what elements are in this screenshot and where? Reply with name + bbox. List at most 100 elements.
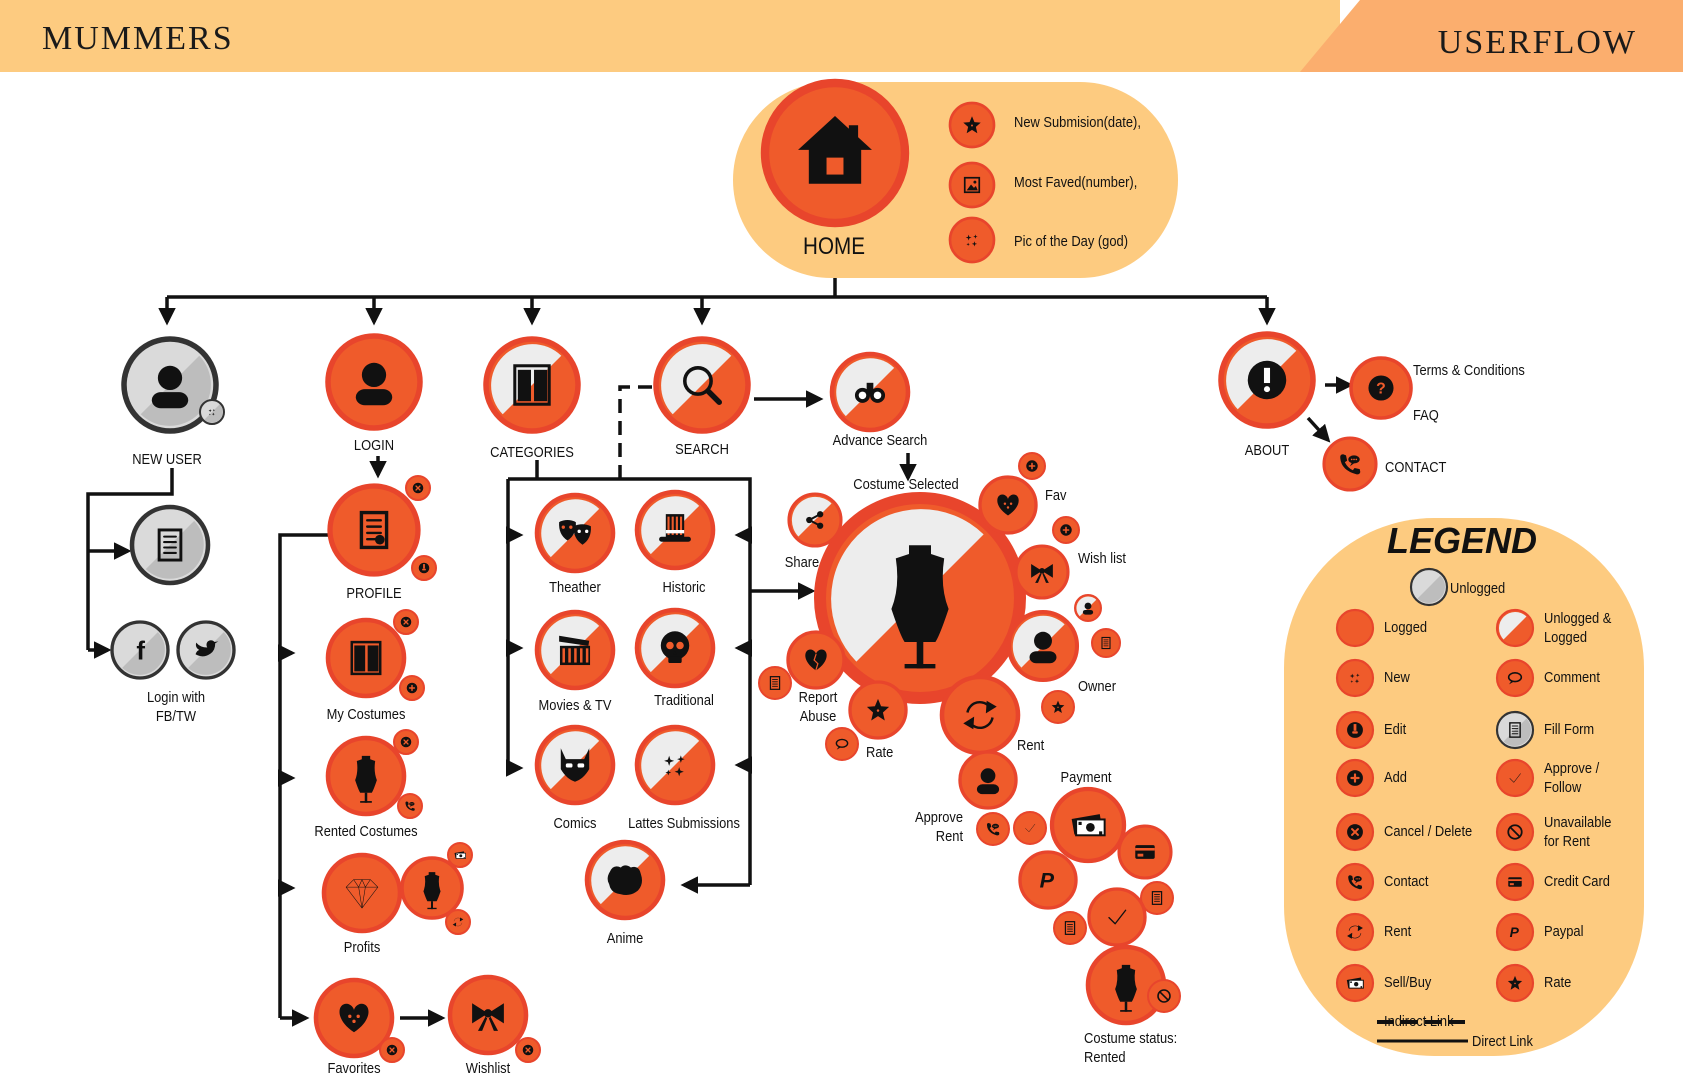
home-highlight-new: New Submision(date), [1014, 114, 1141, 131]
category-label-movies: Movies & TV [538, 697, 612, 714]
search-label: SEARCH [675, 441, 729, 458]
legend-item-label: Rent [1384, 923, 1412, 940]
legend-item-label: Comment [1544, 669, 1600, 686]
login-label: LOGIN [353, 437, 395, 454]
svg-text:f: f [136, 637, 145, 665]
legend-check-icon [1495, 758, 1535, 798]
add-icon [399, 675, 425, 701]
my-costumes-icon [325, 617, 407, 699]
legend-item-label: Cancel / Delete [1384, 823, 1473, 840]
check-icon [1087, 887, 1147, 947]
paypal-icon: P [1018, 850, 1078, 910]
star-icon [948, 101, 996, 149]
add-icon [1052, 516, 1080, 544]
wish-list-icon [1014, 544, 1070, 600]
categories-icon [483, 336, 581, 434]
category-label-anime: Anime [606, 930, 644, 947]
legend-form-icon [1495, 710, 1535, 750]
profits-label: Profits [343, 939, 381, 956]
home-label: HOME [803, 233, 865, 260]
profile-icon [327, 483, 421, 577]
form-icon [1140, 881, 1174, 915]
credit-card-icon [1117, 824, 1173, 880]
edit-icon [411, 555, 437, 581]
rented-costumes-label: Rented Costumes [314, 823, 418, 840]
profile-label: PROFILE [346, 585, 402, 602]
profits-icon [321, 852, 403, 934]
legend-item-label: Add [1384, 769, 1407, 786]
search-icon [653, 336, 751, 434]
rented-costumes-icon [325, 735, 407, 817]
legend-item-label: Unavailable for Rent [1544, 814, 1612, 850]
approve-rent-label: Approve Rent [915, 809, 964, 845]
category-label-lattes: Lattes Submissions [628, 815, 740, 832]
legend-item-label: Sell/Buy [1384, 974, 1432, 991]
legend-item-label: Fill Form [1544, 721, 1595, 738]
report-abuse-icon [786, 630, 846, 690]
category-label-traditional: Traditional [654, 692, 714, 709]
home-highlight-faved: Most Faved(number), [1014, 174, 1138, 191]
cancel-icon [393, 729, 419, 755]
wishlist-icon [447, 974, 529, 1056]
money-icon [447, 842, 473, 868]
owner-icon [1006, 609, 1080, 683]
form-icon [129, 504, 211, 586]
login-with-label: Login with FB/TW [146, 689, 206, 725]
legend-item-label: Logged [1384, 619, 1428, 636]
unavailable-icon [1147, 979, 1181, 1013]
new-user-label: NEW USER [132, 451, 202, 468]
my-costumes-label: My Costumes [326, 706, 406, 723]
approve-rent-icon [958, 750, 1018, 810]
movies-icon [534, 609, 616, 691]
new-user-icon [121, 336, 219, 434]
legend-unlogged-icon [1409, 567, 1449, 607]
legend-item-label: Credit Card [1544, 873, 1610, 890]
historic-icon [634, 489, 716, 571]
contact-icon [397, 793, 423, 819]
share-icon [787, 492, 843, 548]
rent-icon [939, 674, 1021, 756]
legend-logged-icon [1335, 608, 1375, 648]
advance-search-icon [829, 351, 911, 433]
categories-label: CATEGORIES [490, 444, 574, 461]
payment-icon [1049, 786, 1127, 864]
legend-item-label: Edit [1384, 721, 1407, 738]
about-icon [1218, 331, 1316, 429]
theater-icon [534, 492, 616, 574]
home-highlight-pic: Pic of the Day (god) [1014, 233, 1129, 250]
comics-icon [534, 724, 616, 806]
legend-edit-icon [1335, 710, 1375, 750]
legend-money-icon [1335, 963, 1375, 1003]
star-icon [1041, 690, 1075, 724]
legend-indirect-label: Indirect Link [1384, 1013, 1454, 1030]
favorites-icon [313, 977, 395, 1059]
legend-item-label: Approve / Follow [1544, 760, 1600, 796]
wish-list-label: Wish list [1078, 550, 1127, 567]
rent-label: Rent [1017, 737, 1045, 754]
legend-star-icon [1495, 963, 1535, 1003]
legend-rent-icon [1335, 912, 1375, 952]
cancel-icon [379, 1037, 405, 1063]
header-bar [0, 0, 1340, 72]
new-badge-icon [199, 399, 225, 425]
check-icon [1013, 811, 1047, 845]
svg-text:?: ? [1376, 380, 1386, 397]
wishlist-label: Wishlist [465, 1060, 511, 1077]
form-icon [1091, 628, 1121, 658]
home-icon [760, 78, 910, 228]
facebook-icon: f [110, 620, 170, 680]
legend-unlogged-label: Unlogged [1450, 580, 1506, 597]
costume-icon [400, 856, 464, 920]
share-label: Share [784, 554, 820, 571]
fav-icon [978, 475, 1038, 535]
follow-owner-icon [1074, 594, 1102, 622]
owner-label: Owner [1078, 678, 1117, 695]
category-label-historic: Historic [662, 579, 706, 596]
anime-icon [584, 839, 666, 921]
brand-title: MUMMERS [42, 20, 234, 57]
legend-title: LEGEND [1386, 520, 1538, 561]
rate-label: Rate [866, 744, 894, 761]
legend-cancel-icon [1335, 812, 1375, 852]
costume-selected-icon [814, 492, 1026, 704]
terms-label: Terms & Conditions [1413, 362, 1525, 379]
